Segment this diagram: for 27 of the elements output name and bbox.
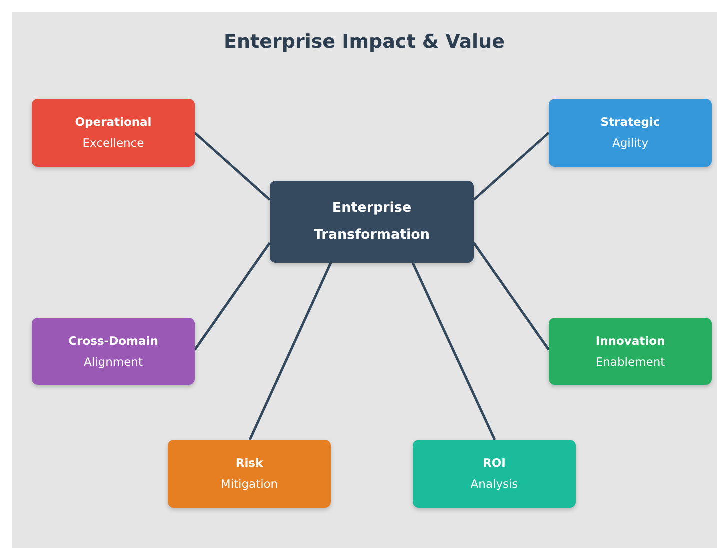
connector-line: [194, 242, 272, 351]
connector-line: [472, 242, 550, 351]
connector-line: [412, 262, 496, 441]
concept-box: [168, 440, 331, 508]
concept-box: [32, 318, 195, 385]
node-title: Cross-Domain: [68, 332, 158, 350]
connector-line: [473, 132, 550, 201]
node-title: Enterprise Transformation: [312, 199, 432, 245]
concept-box: [32, 99, 195, 167]
connector-line: [194, 132, 271, 201]
concept-box: [270, 181, 474, 263]
node-title: Innovation: [596, 332, 666, 350]
node-title: Operational: [75, 114, 152, 131]
node-title: Risk: [236, 455, 264, 472]
node-subtitle: Analysis: [470, 476, 518, 493]
node-subtitle: Excellence: [82, 135, 144, 152]
node-subtitle: Enablement: [596, 354, 666, 370]
diagram-title: Enterprise Impact & Value: [223, 31, 506, 53]
node-subtitle: Alignment: [84, 354, 143, 370]
concept-box: [549, 318, 712, 385]
node-title: ROI: [483, 455, 506, 472]
node-subtitle: Mitigation: [220, 476, 278, 493]
concept-box: [549, 99, 712, 167]
node-title: Strategic: [600, 114, 660, 131]
connector-line: [248, 262, 332, 441]
node-subtitle: Agility: [612, 135, 649, 152]
concept-box: [413, 440, 576, 508]
